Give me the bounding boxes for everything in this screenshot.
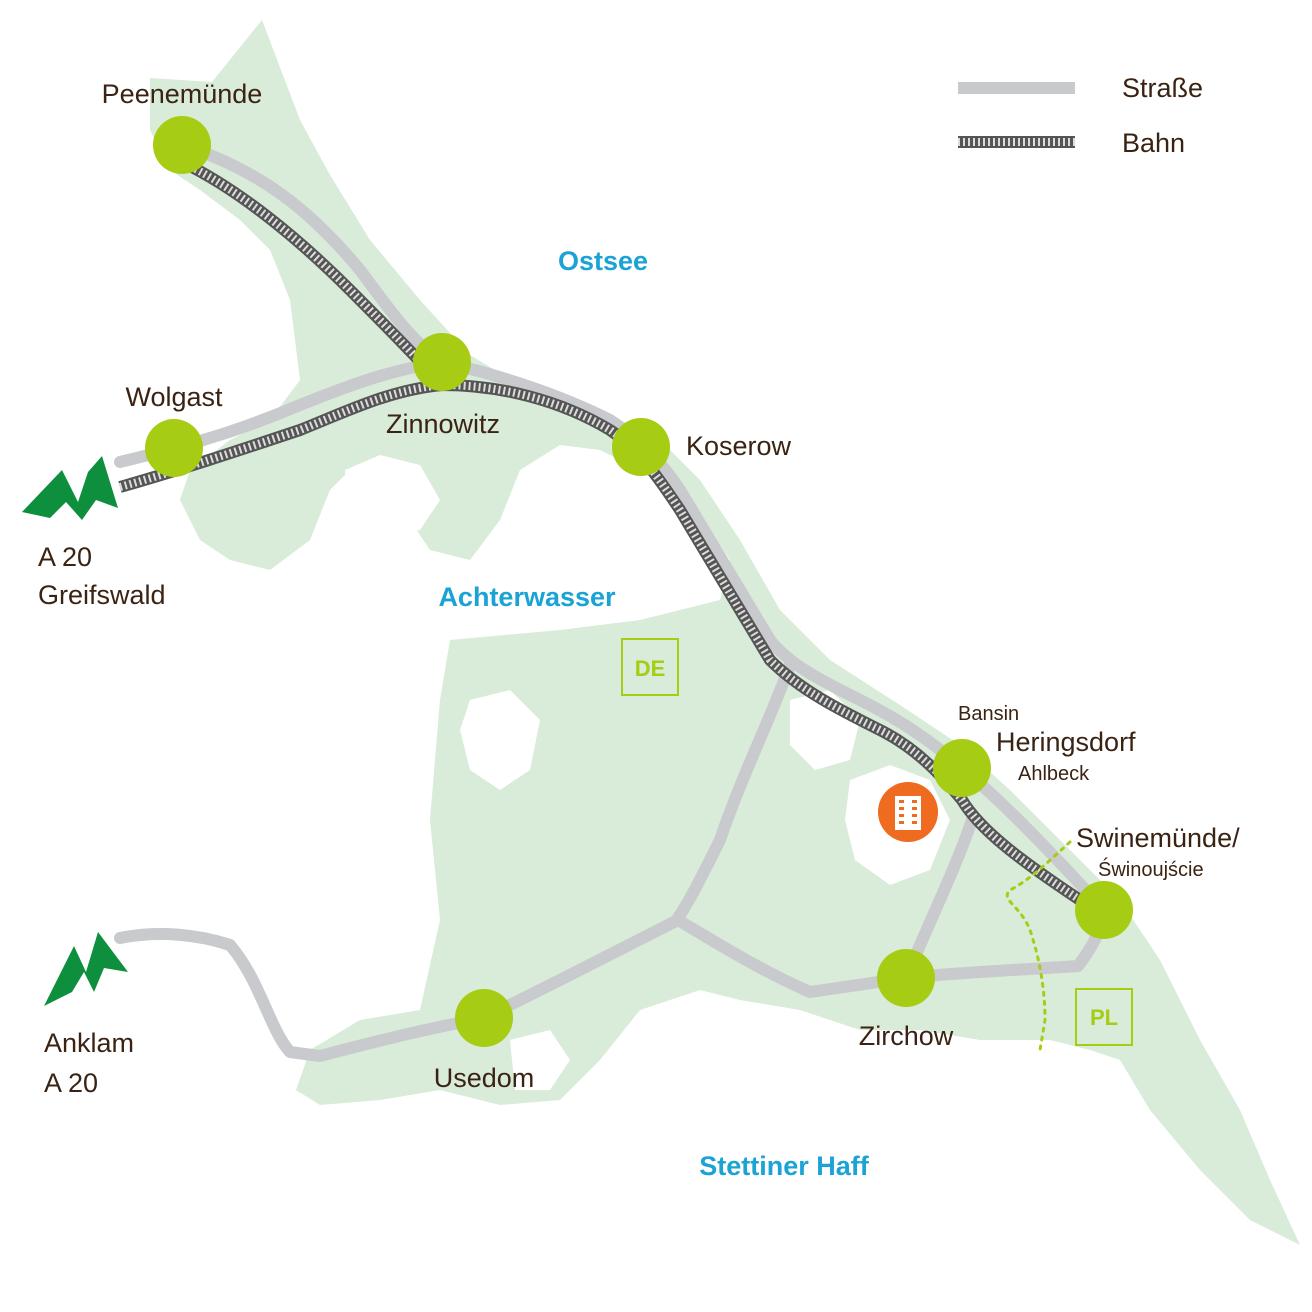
place-label-swinoujscie: Świnoujście [1098, 857, 1204, 881]
road-bansin-zirchow [672, 659, 796, 924]
water-label-achterwasser: Achterwasser [438, 582, 616, 612]
town-marker-peenemuende[interactable] [153, 116, 211, 174]
town-marker-usedom[interactable] [455, 989, 513, 1047]
route-label-a20-greifswald: A 20 [38, 542, 92, 572]
place-label-zinnowitz: Zinnowitz [386, 409, 500, 439]
place-label-bansin: Bansin [958, 703, 1019, 725]
water-label-ostsee: Ostsee [558, 246, 648, 276]
route-label-a20-anklam: A 20 [44, 1068, 98, 1098]
town-marker-wolgast[interactable] [145, 419, 203, 477]
town-marker-zinnowitz[interactable] [413, 333, 471, 391]
place-label-wolgast: Wolgast [125, 382, 223, 412]
lake-achterwasser-east [515, 455, 610, 540]
place-label-swinemuende: Swinemünde/ [1076, 823, 1240, 853]
place-label-greifswald: Greifswald [38, 580, 166, 610]
country-label-pl: PL [1090, 1005, 1118, 1030]
border-line-de-pl [1006, 840, 1072, 1052]
double-arrow-icon-anklam [44, 932, 128, 1006]
legend-road-label: Straße [1122, 73, 1203, 103]
rail-peenemuende-inner [180, 158, 445, 388]
town-marker-heringsdorf[interactable] [933, 739, 991, 797]
place-label-usedom: Usedom [434, 1063, 535, 1093]
legend: Straße Bahn [958, 73, 1203, 158]
country-marker-de: DE [621, 638, 679, 696]
legend-rail-label: Bahn [1122, 128, 1185, 158]
double-arrow-icon-greifswald [22, 456, 118, 520]
hotel-building-icon[interactable] [878, 782, 938, 842]
town-marker-koserow[interactable] [612, 418, 670, 476]
lake-usedom [460, 690, 540, 790]
place-label-koserow: Koserow [686, 431, 792, 461]
town-markers [145, 116, 1133, 1047]
country-marker-pl: PL [1075, 988, 1133, 1046]
town-marker-swinemuende[interactable] [1075, 881, 1133, 939]
road-usedom-junction [478, 914, 912, 1024]
town-marker-zirchow[interactable] [877, 949, 935, 1007]
country-label-de: DE [635, 656, 666, 681]
lake-usedom-south [510, 1030, 570, 1090]
lake-wolgast [345, 455, 440, 540]
place-label-zirchow: Zirchow [859, 1021, 954, 1051]
place-label-peenemuende: Peenemünde [102, 79, 263, 109]
road-anklam [114, 928, 490, 1062]
place-label-heringsdorf: Heringsdorf [996, 727, 1136, 757]
place-label-anklam: Anklam [44, 1028, 134, 1058]
water-label-stettiner-haff: Stettiner Haff [699, 1151, 870, 1181]
place-label-ahlbeck: Ahlbeck [1018, 763, 1090, 785]
